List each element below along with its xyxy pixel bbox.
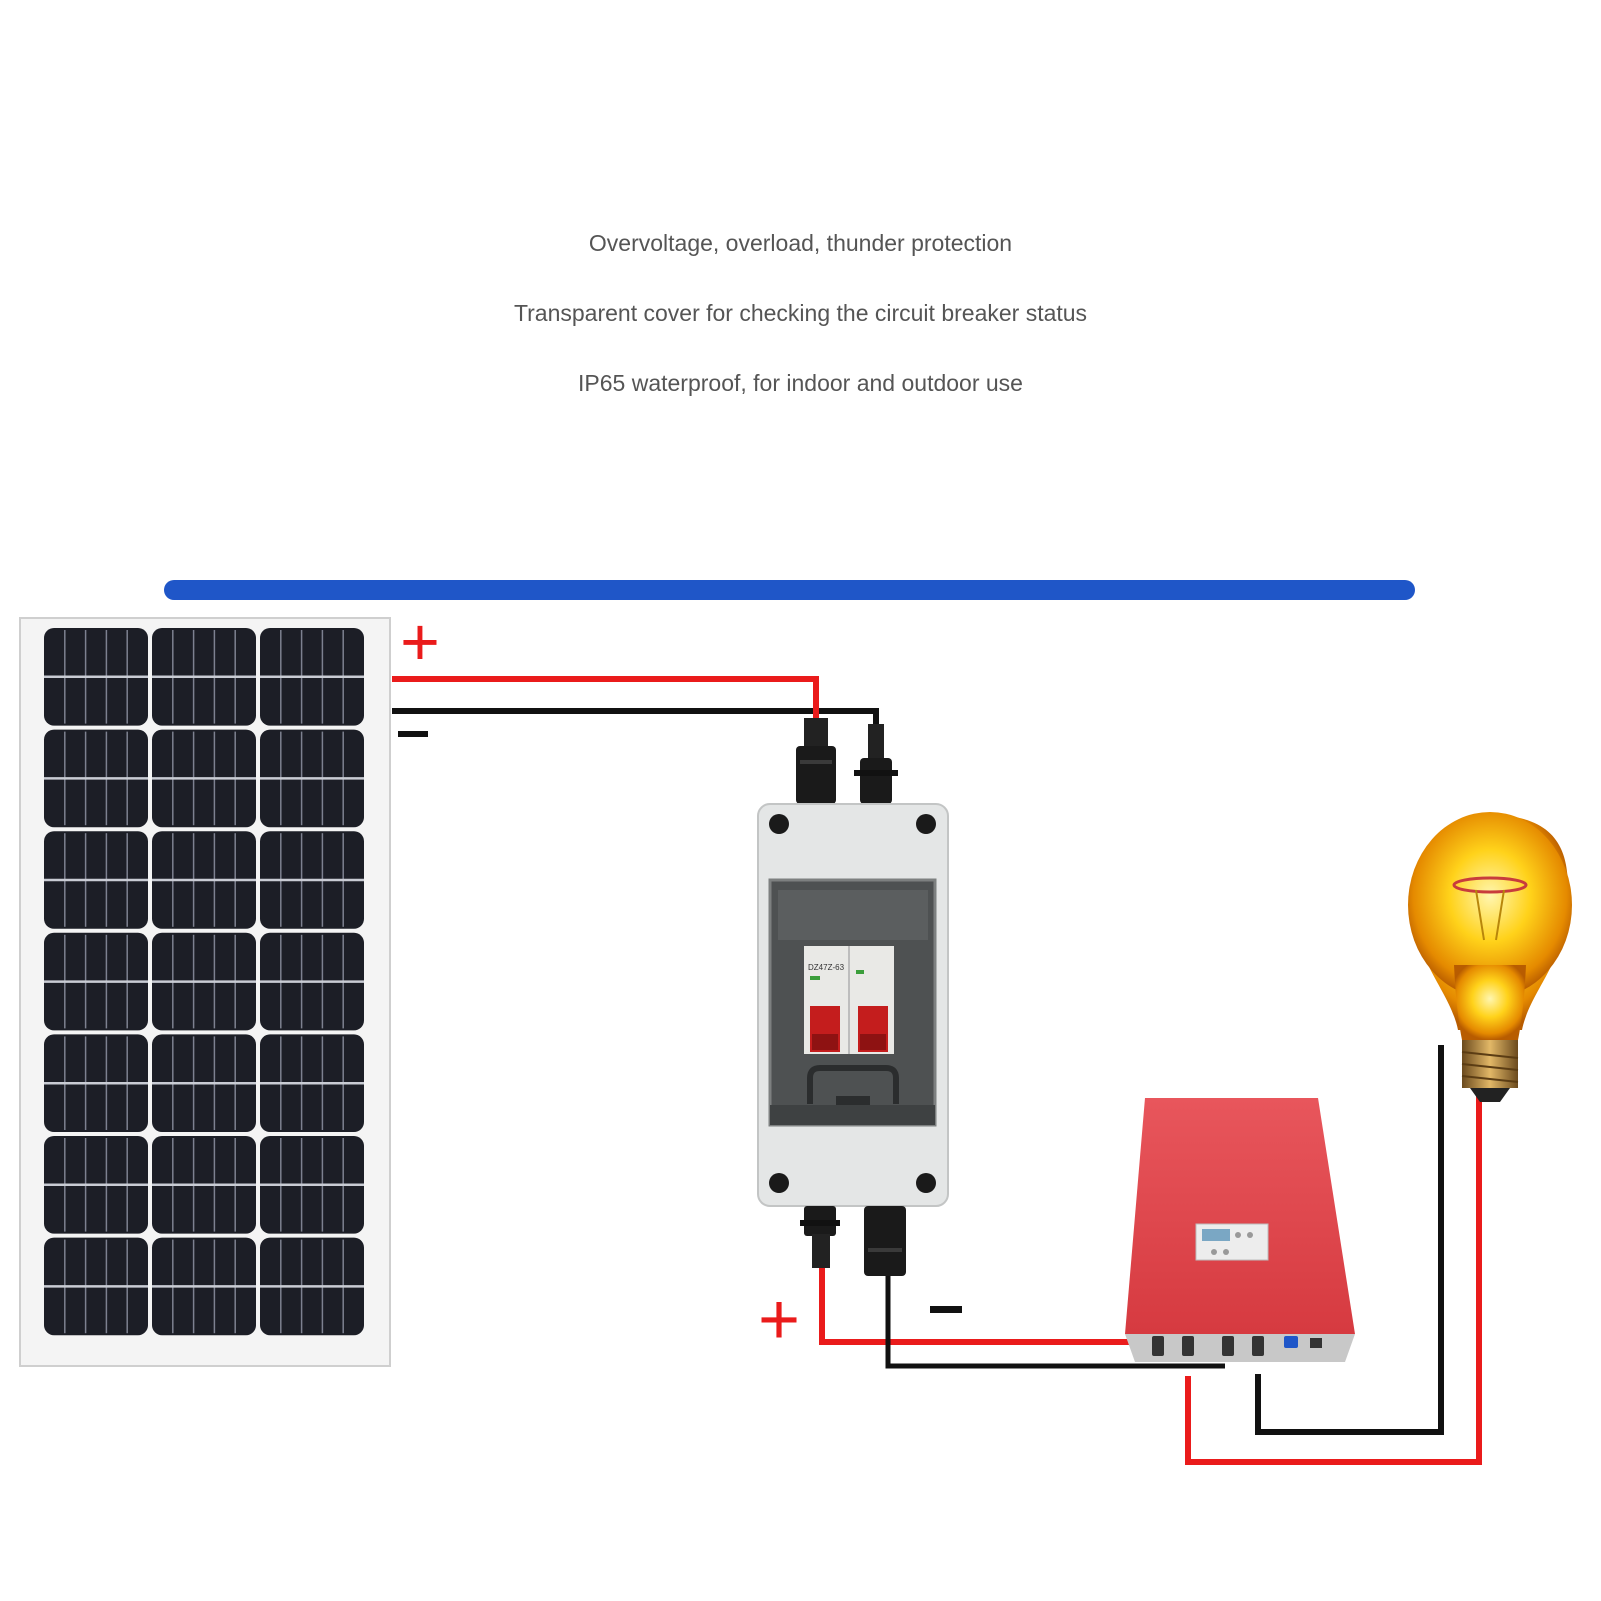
mc4-connector-top-left	[796, 718, 836, 804]
panel-minus-sign	[398, 731, 428, 737]
feature-overvoltage: Overvoltage, overload, thunder protectio…	[588, 230, 1013, 256]
mc4-connector-bottom-left	[800, 1206, 840, 1268]
output-plus-sign: +	[758, 1280, 800, 1360]
panel-negative-wire	[392, 708, 879, 724]
box-negative-wire	[885, 1275, 1225, 1369]
solar-cells	[44, 628, 364, 1336]
inverter-output-negative	[1255, 1045, 1444, 1435]
breaker-box-icon: DZ47Z-63	[757, 718, 949, 1276]
inverter-output-positive	[1185, 1094, 1482, 1465]
light-bulb-icon	[1408, 812, 1572, 1102]
feature-transparent-cover: Transparent cover for checking the circu…	[513, 300, 1088, 326]
panel-plus-sign: +	[400, 604, 440, 680]
feature-ip65: IP65 waterproof, for indoor and outdoor …	[578, 370, 1023, 396]
box-positive-wire	[819, 1268, 1140, 1345]
panel-positive-wire	[392, 676, 819, 718]
breaker-label: DZ47Z-63	[808, 963, 845, 972]
mc4-connector-top-right	[854, 724, 898, 804]
solar-panel-icon	[19, 617, 391, 1367]
mc4-connector-bottom-right	[864, 1206, 906, 1276]
inverter-icon	[1125, 1098, 1355, 1362]
output-minus-sign	[930, 1306, 962, 1313]
